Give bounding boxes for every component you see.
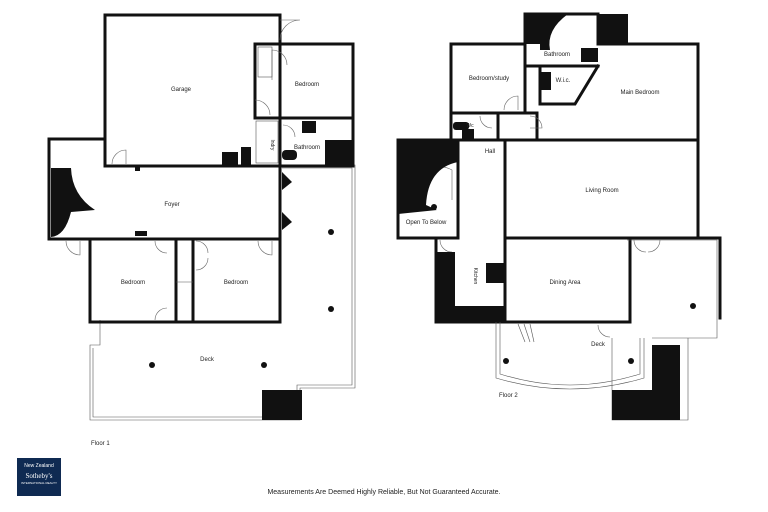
- label-garage: Garage: [171, 87, 192, 93]
- label-wic: W.i.c.: [556, 78, 571, 84]
- label-dining-area: Dining Area: [549, 280, 581, 286]
- label-kitchen: Kitchen: [472, 268, 478, 285]
- floor-2-stair: [398, 140, 458, 214]
- label-floor-1: Floor 1: [91, 441, 110, 447]
- label-bathroom-floor1: Bathroom: [294, 145, 320, 151]
- label-lndry: lndry: [269, 140, 275, 151]
- label-bedroom-study: Bedroom/study: [469, 76, 509, 82]
- label-open-to-below: Open To Below: [406, 220, 447, 226]
- floor-1-deck-outline: [89, 164, 356, 421]
- floor-2-plan: [396, 12, 722, 421]
- main-bedroom-walls: [523, 42, 700, 142]
- label-main-bedroom: Main Bedroom: [620, 90, 659, 96]
- bedroom-top-walls: [253, 42, 355, 168]
- label-hall: Hall: [485, 149, 495, 155]
- label-bathroom-floor2: Bathroom: [544, 52, 570, 58]
- floor-1-plan: [47, 13, 356, 421]
- label-deck-floor1: Deck: [200, 357, 215, 363]
- sothebys-logo: New Zealand Sotheby's INTERNATIONAL REAL…: [17, 458, 61, 496]
- label-bedroom-left: Bedroom: [121, 280, 145, 286]
- label-foyer: Foyer: [164, 202, 179, 208]
- label-living-room: Living Room: [585, 188, 618, 194]
- label-bedroom-top: Bedroom: [295, 82, 319, 88]
- logo-line-3: INTERNATIONAL REALTY: [21, 481, 57, 485]
- bedrooms-bottom-walls: [88, 237, 282, 324]
- label-bedroom-right: Bedroom: [224, 280, 248, 286]
- disclaimer-text: Measurements Are Deemed Highly Reliable,…: [267, 489, 501, 496]
- logo-line-1: New Zealand: [24, 463, 54, 469]
- garage-walls: [103, 13, 282, 168]
- label-wc: Wc: [466, 123, 474, 129]
- logo-line-2: Sotheby's: [25, 472, 53, 480]
- label-deck-floor2: Deck: [591, 342, 606, 348]
- floor-2-deck-outline: [495, 322, 645, 390]
- label-floor-2: Floor 2: [499, 393, 518, 399]
- floor-1-stair: [51, 168, 95, 237]
